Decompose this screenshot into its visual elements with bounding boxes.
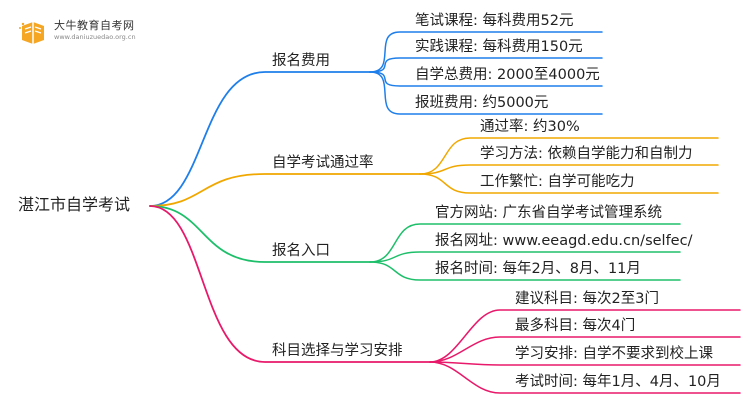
leaf-node: 自学总费用: 2000至4000元 — [415, 67, 600, 83]
leaf-node: 通过率: 约30% — [480, 119, 580, 135]
logo-url: www.daniuzuedao.org.cn — [54, 33, 136, 41]
site-logo: 大牛教育自考网 www.daniuzuedao.org.cn — [8, 14, 158, 48]
leaf-node: 最多科目: 每次4门 — [515, 318, 636, 334]
leaf-connector — [419, 164, 719, 175]
branch-node: 自学考试通过率 — [272, 155, 374, 171]
leaf-node: 官方网站: 广东省自学考试管理系统 — [435, 205, 662, 221]
branch-node: 科目选择与学习安排 — [272, 343, 403, 359]
leaf-node: 学习安排: 自学不要求到校上课 — [515, 346, 713, 362]
book-icon — [18, 20, 48, 46]
leaf-node: 学习方法: 依赖自学能力和自制力 — [480, 146, 693, 162]
leaf-connector — [369, 71, 603, 87]
leaf-connector — [419, 173, 719, 194]
leaf-node: 建议科目: 每次2至3门 — [515, 291, 659, 307]
leaf-connector — [369, 261, 681, 281]
leaf-connector — [369, 223, 681, 263]
leaf-connector — [429, 361, 741, 366]
leaf-connector — [429, 336, 741, 363]
leaf-connector — [429, 309, 741, 363]
leaf-node: 笔试课程: 每科费用52元 — [415, 13, 574, 29]
leaf-node: 考试时间: 每年1月、4月、10月 — [515, 374, 721, 390]
branch-connector — [149, 205, 371, 263]
root-node: 湛江市自学考试 — [18, 195, 131, 214]
leaf-connector — [369, 57, 603, 73]
branch-connector — [149, 173, 421, 207]
leaf-connector — [369, 251, 681, 263]
leaf-node: 报名网址: www.eeagd.edu.cn/selfec/ — [435, 233, 693, 249]
branch-node: 报名费用 — [272, 53, 330, 69]
branch-connector — [149, 71, 371, 207]
leaf-connector — [429, 361, 741, 394]
leaf-node: 报班费用: 约5000元 — [415, 95, 549, 111]
leaf-connector — [369, 71, 603, 115]
branch-connector — [149, 205, 431, 363]
branch-node: 报名入口 — [272, 243, 330, 259]
leaf-node: 工作繁忙: 自学可能吃力 — [480, 174, 635, 190]
leaf-node: 报名时间: 每年2月、8月、11月 — [435, 261, 641, 277]
leaf-connector — [369, 31, 603, 73]
logo-title: 大牛教育自考网 — [54, 19, 135, 32]
leaf-connector — [419, 137, 719, 175]
leaf-node: 实践课程: 每科费用150元 — [415, 39, 583, 55]
